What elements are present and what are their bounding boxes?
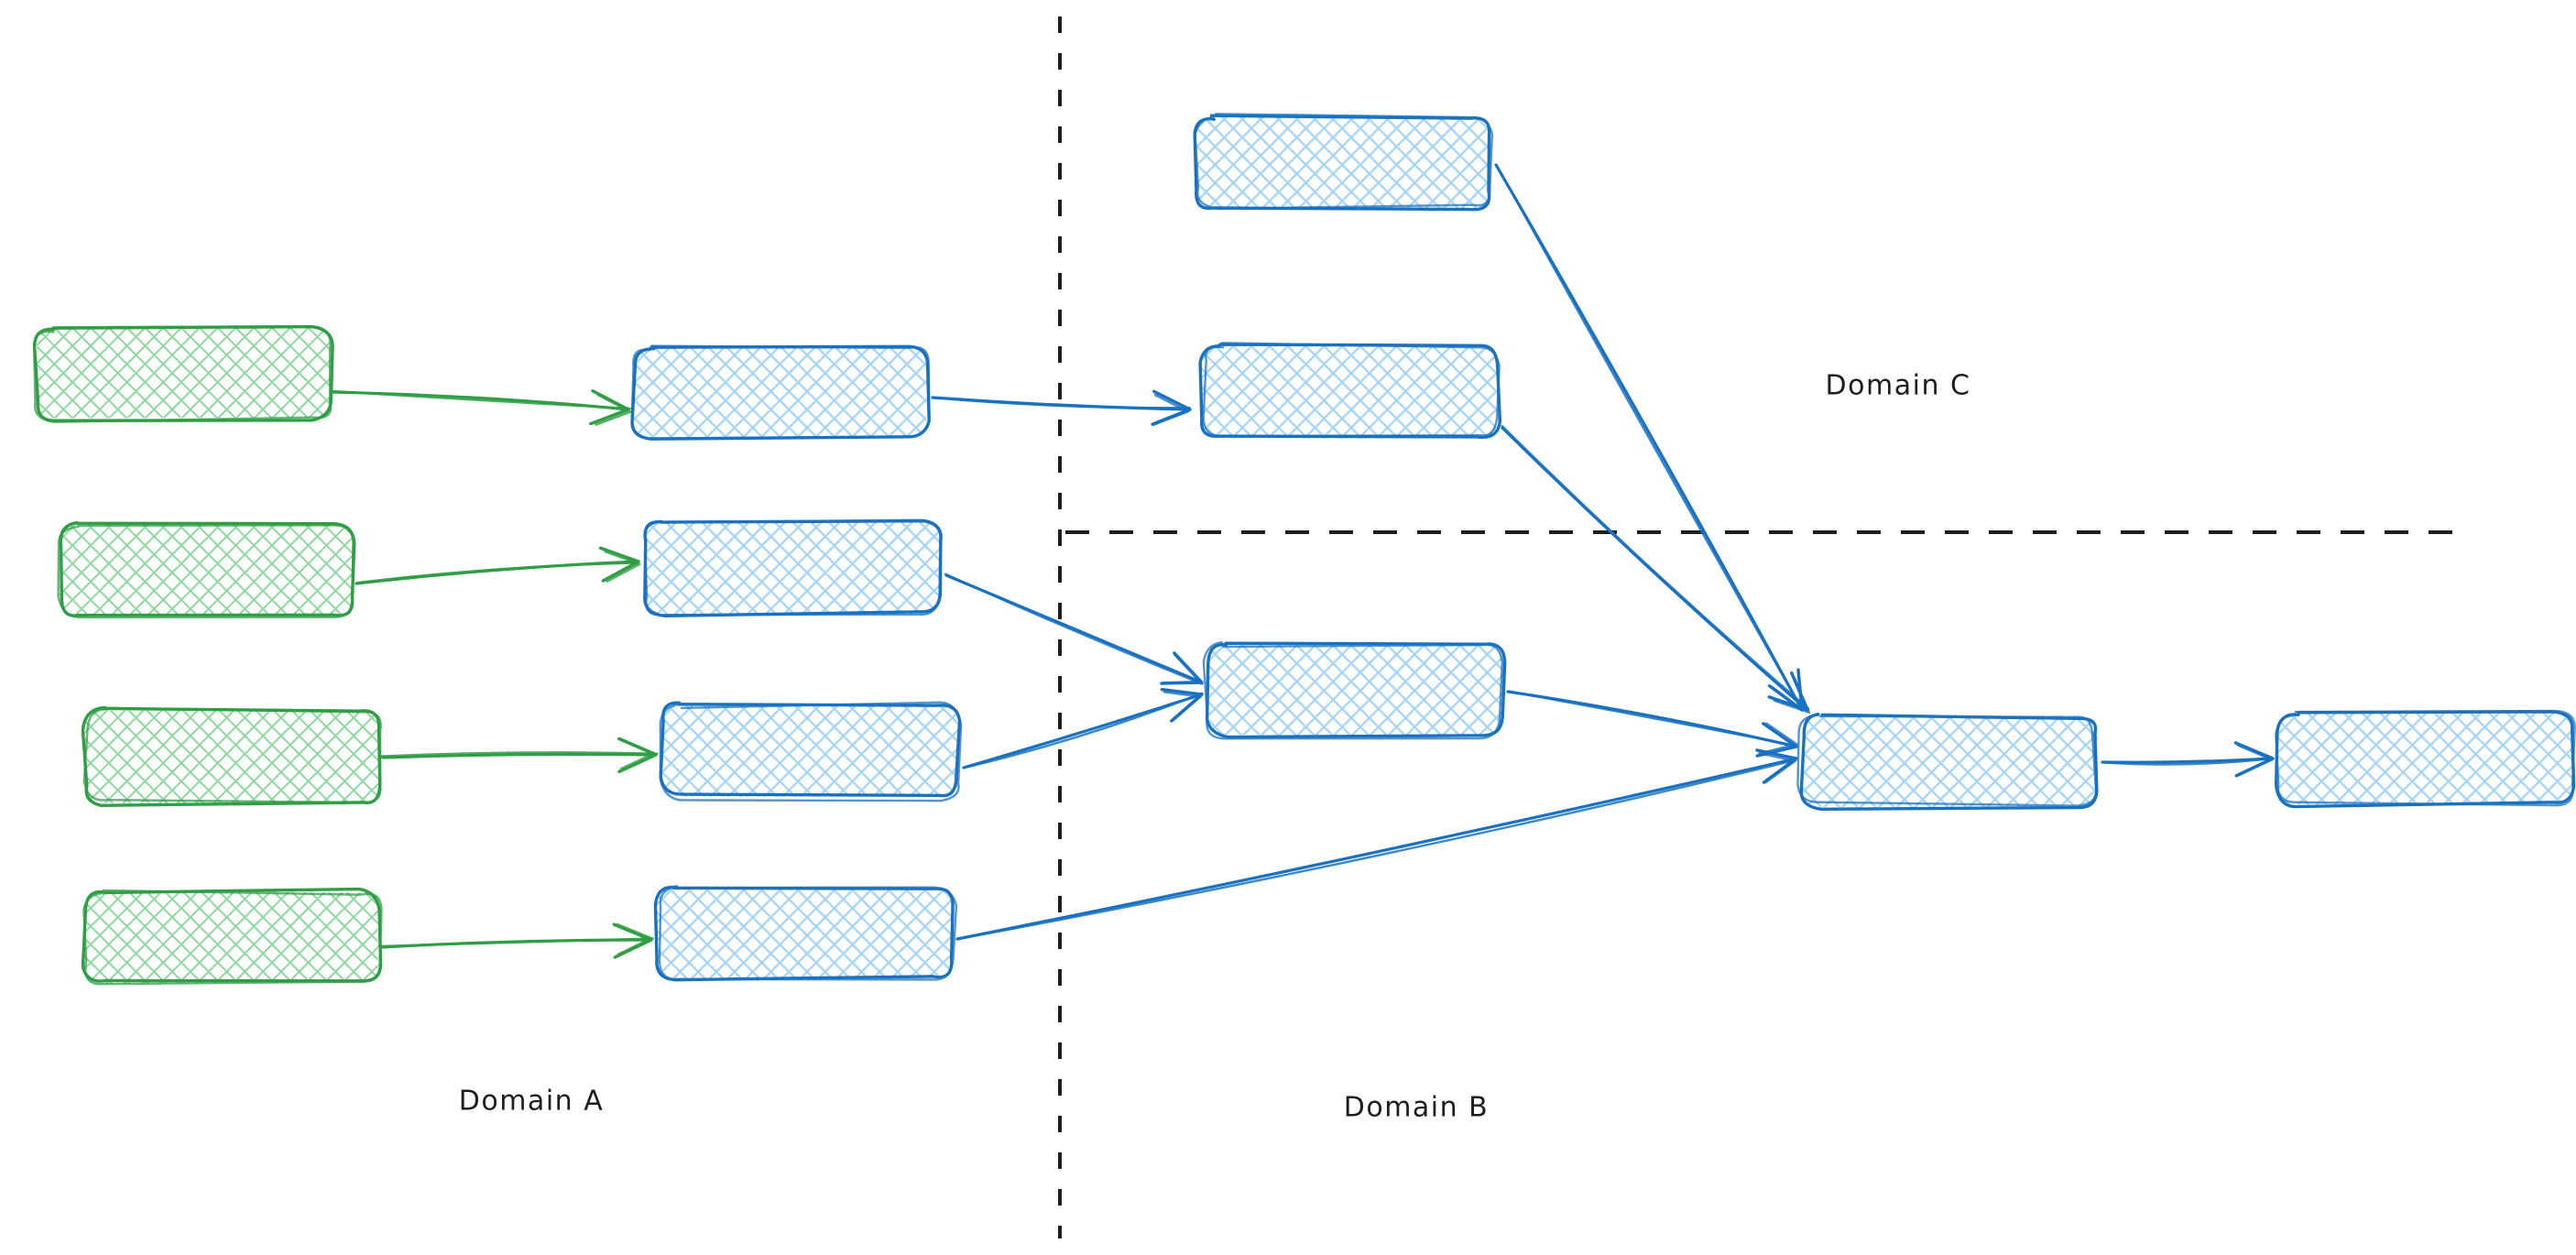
node-fill: [643, 521, 942, 615]
arrowhead-echo: [616, 922, 653, 955]
edge-a4-b4: [377, 922, 654, 959]
edge-b4-d1: [955, 748, 1798, 941]
node-a4[interactable]: [81, 887, 383, 986]
domain-dividers: [1058, 16, 2466, 1239]
edge-d1-e1: [2101, 741, 2275, 778]
node-fill: [59, 524, 355, 617]
nodes-layer: [32, 113, 2576, 986]
label-domain-b: Domain B: [1344, 1092, 1490, 1124]
node-b1[interactable]: [630, 344, 931, 441]
label-domain-a: Domain A: [459, 1086, 604, 1118]
node-outline-echo: [659, 701, 963, 802]
edges-layer: [329, 163, 2275, 959]
arrowhead-echo: [1760, 722, 1798, 755]
node-fill: [656, 886, 954, 978]
arrowhead-echo: [604, 550, 641, 583]
edge-line: [955, 757, 1798, 941]
node-fill: [1201, 345, 1498, 439]
edge-line-echo: [1501, 424, 1810, 710]
edge-c3-d1: [1506, 690, 1799, 758]
node-outline-echo: [1194, 113, 1494, 211]
node-a2[interactable]: [57, 520, 356, 619]
node-outline: [1205, 641, 1507, 739]
label-domain-c: Domain C: [1826, 370, 1971, 402]
node-outline-echo: [33, 324, 333, 423]
node-fill: [35, 326, 333, 419]
node-outline-echo: [1796, 714, 2098, 807]
node-outline-echo: [2275, 709, 2576, 807]
edge-line: [381, 752, 658, 759]
node-fill: [2277, 711, 2573, 805]
edge-a1-b1: [329, 389, 632, 426]
arrowhead-echo: [1152, 393, 1189, 426]
node-outline-echo: [57, 524, 355, 619]
arrowhead-echo: [619, 737, 656, 770]
node-fill: [1802, 715, 2098, 808]
node-fill: [1206, 643, 1504, 737]
edge-b1-c2: [931, 389, 1192, 426]
node-outline: [1799, 712, 2099, 811]
edge-b2-c3: [944, 573, 1204, 685]
node-fill: [84, 890, 378, 984]
arrowhead-echo: [1773, 677, 1811, 714]
arrowhead-echo: [1162, 691, 1202, 722]
node-fill: [1195, 115, 1491, 209]
node-fill: [632, 344, 928, 439]
arrowhead: [612, 922, 653, 959]
node-fill: [661, 704, 959, 797]
edge-a3-b3: [379, 737, 659, 774]
node-a1[interactable]: [32, 324, 334, 423]
edge-line-echo: [1507, 690, 1799, 748]
domain-labels-layer: Domain A Domain B Domain C: [459, 370, 1971, 1124]
node-outline-echo: [643, 518, 942, 617]
edge-line-echo: [377, 937, 654, 948]
node-fill: [84, 710, 381, 804]
arrowhead-echo: [2236, 744, 2274, 777]
node-outline-echo: [82, 706, 382, 804]
node-outline-echo: [1202, 640, 1504, 740]
edge-line-echo: [329, 389, 631, 410]
edge-a2-b2: [355, 546, 641, 585]
edge-line-echo: [2102, 757, 2274, 766]
edge-line-echo: [355, 562, 639, 584]
arrowhead-echo: [1162, 653, 1202, 684]
node-c1[interactable]: [1193, 113, 1494, 212]
node-a3[interactable]: [81, 705, 382, 807]
edge-c1-d1: [1494, 163, 1804, 712]
edge-line-echo: [1495, 163, 1803, 710]
edge-line-echo: [955, 758, 1796, 941]
node-outline-echo: [1202, 342, 1501, 438]
edge-line-echo: [944, 573, 1204, 685]
edge-line: [962, 693, 1204, 769]
node-c2[interactable]: [1198, 342, 1502, 440]
edge-line-echo: [379, 751, 659, 758]
node-outline-echo: [82, 889, 383, 986]
edge-b3-c3: [962, 687, 1204, 769]
node-outline-echo: [658, 884, 958, 981]
node-b2[interactable]: [643, 518, 943, 617]
arrowhead: [598, 546, 640, 583]
edge-c2-d1: [1501, 424, 1811, 714]
node-b3[interactable]: [659, 701, 963, 802]
node-b4[interactable]: [653, 884, 958, 982]
arrowhead: [1755, 722, 1798, 758]
node-outline-echo: [630, 344, 931, 440]
node-e1[interactable]: [2274, 709, 2576, 809]
arrowhead-echo: [1758, 751, 1796, 784]
node-c3[interactable]: [1202, 640, 1507, 740]
edge-line-echo: [963, 692, 1204, 769]
node-d1[interactable]: [1796, 712, 2099, 811]
edge-line-echo: [932, 397, 1191, 409]
arrowhead-echo: [595, 393, 632, 426]
